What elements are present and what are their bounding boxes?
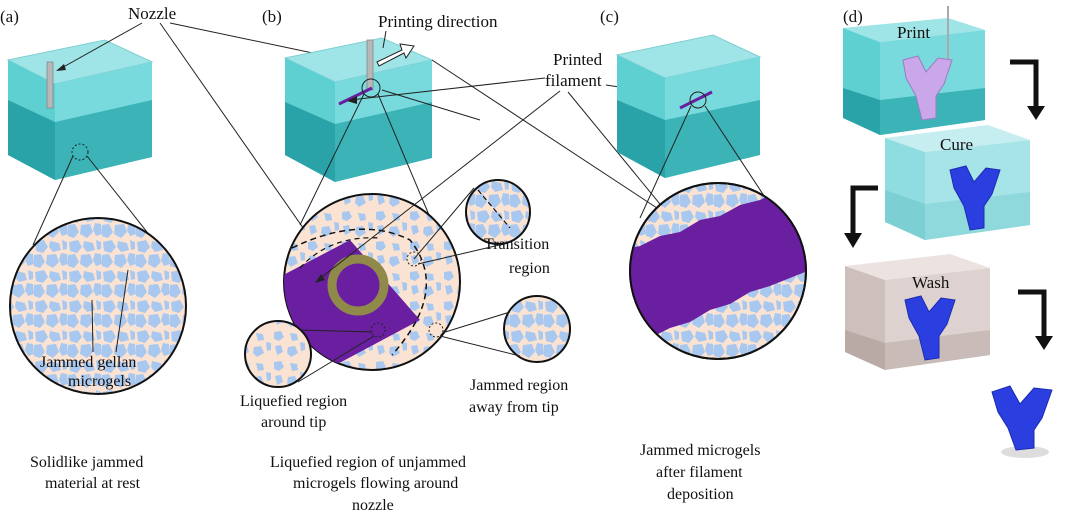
step-print-label: Print xyxy=(897,23,930,42)
label-jammed-gellan-2: microgels xyxy=(68,373,131,390)
final-printed-part xyxy=(991,385,1053,458)
caption-b-2: microgels flowing around xyxy=(293,475,458,492)
nozzle-cross-section xyxy=(327,254,389,316)
printed-filament-label-1: Printed xyxy=(553,50,603,69)
arrow-cure-to-wash xyxy=(850,185,878,235)
zoom-marker-a xyxy=(71,143,89,161)
printed-filament-label-2: filament xyxy=(545,71,602,90)
nozzle-label: Nozzle xyxy=(128,4,176,23)
printing-direction-leader xyxy=(382,30,387,49)
printed-part-wash xyxy=(904,295,956,361)
arrow-wash-to-final xyxy=(1018,289,1047,338)
label-liquefied-1: Liquefied region xyxy=(240,393,347,410)
printed-filament-line-b xyxy=(338,86,373,106)
print-cube xyxy=(843,6,985,135)
gel-bath-cube-a xyxy=(6,39,154,180)
panel-label-c: (c) xyxy=(600,7,619,26)
caption-b-3: nozzle xyxy=(352,497,394,514)
zoom-line-b-to-c xyxy=(381,89,481,121)
label-jammed-away-1: Jammed region xyxy=(470,377,568,394)
arrow-print-to-cure xyxy=(1010,59,1039,108)
panel-label-a: (a) xyxy=(0,7,19,26)
filament-leader-b-zoom xyxy=(317,90,561,281)
zoom-inset-transition xyxy=(413,179,531,265)
printing-direction-label: Printing direction xyxy=(378,12,498,31)
zoom-line-c-from-b xyxy=(431,59,661,211)
label-transition-2: region xyxy=(509,260,550,277)
zoom-marker-b xyxy=(361,78,381,98)
label-jammed-away-2: away from tip xyxy=(469,399,559,416)
filament-band-c xyxy=(630,186,806,344)
step-cure-label: Cure xyxy=(940,135,973,154)
arrow-gellan-1 xyxy=(91,299,94,353)
zoom-marker-c xyxy=(689,91,707,109)
transition-boundary xyxy=(291,228,428,356)
printed-filament-line-c xyxy=(679,90,713,110)
deposited-filament-circle-c xyxy=(629,182,807,360)
caption-b-1: Liquefied region of unjammed xyxy=(270,454,466,471)
gel-bath-cube-b xyxy=(283,37,434,182)
printed-part-cure xyxy=(949,165,1001,231)
nozzle-b xyxy=(366,39,374,91)
caption-a-1: Solidlike jammed xyxy=(30,454,143,471)
panel-label-b: (b) xyxy=(262,7,282,26)
caption-c-3: deposition xyxy=(667,486,734,503)
label-liquefied-2: around tip xyxy=(261,414,326,431)
zoom-line-c-left xyxy=(639,105,692,219)
printed-part-print xyxy=(902,55,953,121)
zoom-line-a-left xyxy=(32,155,74,246)
caption-c-1: Jammed microgels xyxy=(640,442,760,459)
nozzle-arrow-a xyxy=(57,22,143,71)
caption-c-2: after filament xyxy=(656,464,743,481)
printing-direction-arrow xyxy=(376,43,415,67)
step-wash-label: Wash xyxy=(912,273,950,292)
filament-leader-b xyxy=(349,77,546,101)
zoom-inset-liquefied xyxy=(244,320,375,388)
caption-a-2: material at rest xyxy=(45,475,141,492)
label-transition-1: Transition xyxy=(484,236,549,253)
arrow-gellan-2 xyxy=(115,269,129,353)
nozzle-a xyxy=(46,61,54,109)
zoom-line-b-left xyxy=(299,93,365,226)
label-jammed-gellan-1: Jammed gellan xyxy=(40,354,136,371)
panel-label-d: (d) xyxy=(843,7,863,26)
jammed-microgel-circle-a xyxy=(9,217,187,395)
gel-bath-cube-c xyxy=(615,34,762,178)
zoom-inset-jammed-away xyxy=(439,295,571,363)
